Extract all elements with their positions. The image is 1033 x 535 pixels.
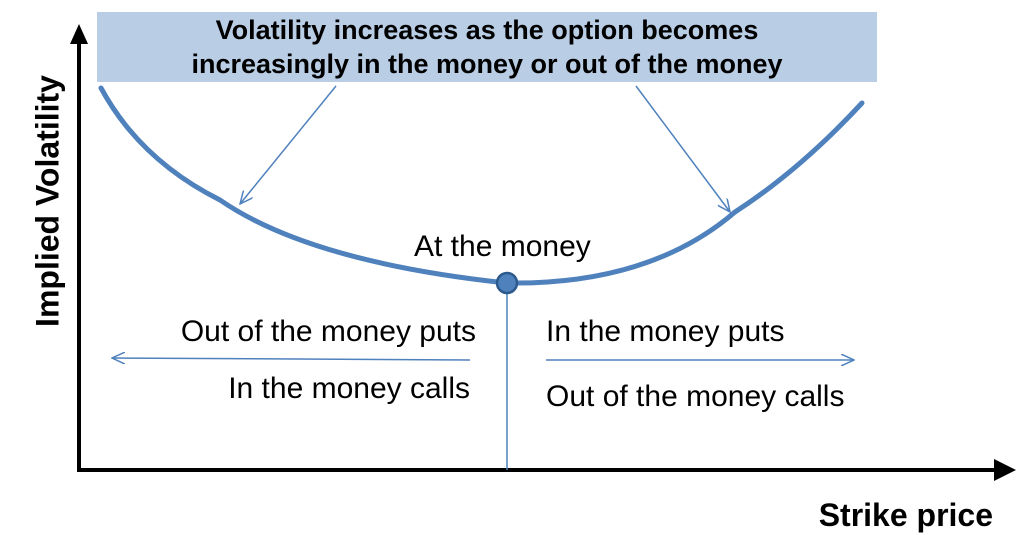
right-pointer-arrow	[635, 85, 730, 212]
in-the-money-puts-label: In the money puts	[546, 315, 785, 348]
y-axis-title: Implied Volatility	[29, 75, 66, 327]
annotation-line-2: increasingly in the money or out of the …	[191, 49, 783, 79]
out-of-the-money-calls-label: Out of the money calls	[546, 380, 845, 413]
left-pointer-arrow	[240, 85, 337, 204]
annotation-text: Volatility increases as the option becom…	[97, 13, 877, 81]
x-axis-title: Strike price	[818, 497, 993, 533]
out-of-the-money-puts-label: Out of the money puts	[180, 315, 476, 348]
annotation-banner	[97, 12, 877, 82]
x-axis-arrowhead	[994, 459, 1016, 481]
at-the-money-marker	[495, 271, 519, 295]
annotation-line-1: Volatility increases as the option becom…	[215, 15, 759, 45]
left-direction-arrow	[112, 358, 471, 360]
at-the-money-label: At the money	[414, 230, 591, 263]
y-axis-arrowhead	[70, 24, 88, 44]
in-the-money-calls-label: In the money calls	[228, 372, 470, 405]
